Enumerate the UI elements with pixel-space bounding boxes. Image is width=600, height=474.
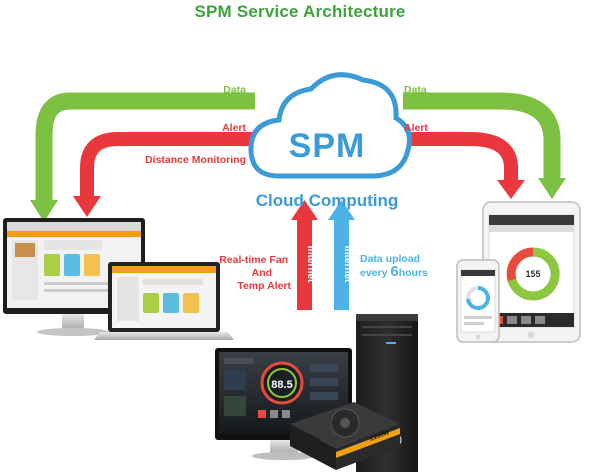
laptop [94, 262, 234, 340]
spm-logo-text: SPM [289, 127, 366, 165]
data-upload-line-2a: every [360, 267, 390, 279]
smartphone [456, 259, 500, 343]
data-upload-line-2b: hours [399, 267, 428, 279]
data-upload-hours-number: 6 [390, 263, 398, 280]
power-supply-unit [290, 402, 400, 470]
distance-monitoring-label: Distance Monitoring [145, 154, 246, 166]
right-alert-label: Alert [404, 122, 428, 134]
right-data-arrow [403, 92, 566, 199]
pc-monitor-reading: 88.5 [271, 379, 292, 391]
internet-label-right: Internet [342, 246, 353, 283]
right-data-label: Data [404, 84, 427, 96]
cloud-shape [248, 72, 412, 179]
tablet-reading: 155 [525, 269, 540, 279]
cloud-computing-label: Cloud Computing [256, 191, 399, 210]
left-alert-label: Alert [222, 122, 246, 134]
right-alert-arrow [402, 132, 525, 199]
left-data-label: Data [223, 84, 246, 96]
left-alert-arrow [73, 132, 253, 217]
realtime-alert-line-2: And [252, 267, 272, 279]
tablet [482, 201, 581, 343]
diagram-title: SPM Service Architecture [194, 2, 406, 21]
data-upload-arrow [328, 200, 355, 310]
data-upload-line-1: Data upload [360, 253, 420, 265]
left-data-arrow [30, 92, 255, 222]
realtime-alert-line-3: Temp Alert [237, 280, 291, 292]
upload-alert-arrow [291, 200, 318, 310]
realtime-alert-line-1: Real-time Fan [219, 254, 288, 266]
data-upload-label: Data upload every 6hours [360, 253, 428, 280]
realtime-alert-label: Real-time Fan And Temp Alert [219, 254, 291, 292]
internet-label-left: Internet [305, 246, 316, 283]
